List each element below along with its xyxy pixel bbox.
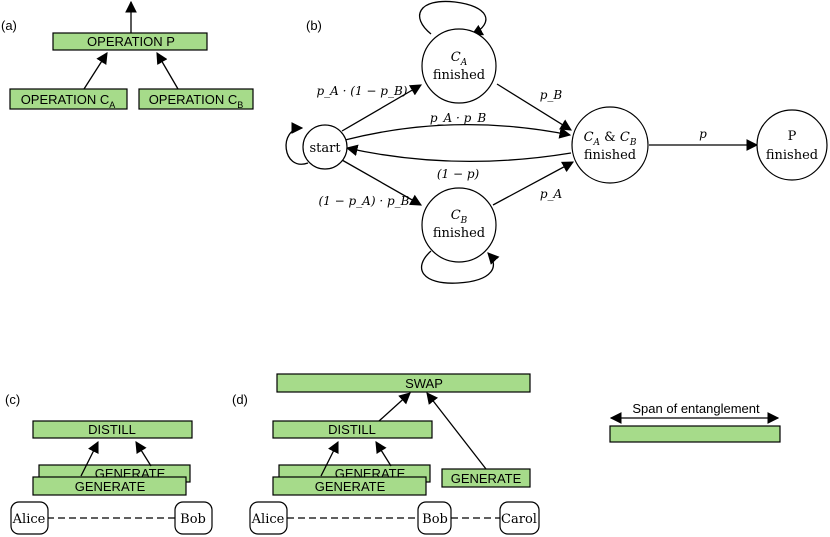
generate-to-distill-arrow-1: [320, 440, 339, 477]
operation-p-label: OPERATION P: [87, 34, 175, 49]
distill-to-swap-arrow: [378, 392, 411, 422]
operation-p-box: [52, 32, 208, 51]
operation-cb-box: [138, 88, 254, 110]
operation-ca-box: [9, 88, 128, 110]
distill-label: DISTILL: [88, 422, 136, 437]
legend-label: Span of entanglement: [632, 401, 760, 416]
cb-node-symbol: CB: [451, 208, 468, 226]
cacb-node-finished-label: finished: [584, 148, 636, 163]
generate-front-label: GENERATE: [75, 479, 146, 494]
edge-cb-to-cacb: [492, 161, 575, 206]
edge-cb-cacb-label: p_A: [540, 187, 563, 201]
bob-node: [417, 501, 452, 535]
edge-start-cacb-label: p_A · p_B: [430, 111, 486, 125]
generate-to-distill-arrow-2: [375, 441, 392, 467]
start-self-loop: [285, 122, 309, 165]
edge-start-cb-label: (1 − p_A) · p_B: [319, 194, 410, 208]
edge-start-ca-label: p_A · (1 − p_B): [317, 84, 408, 98]
bob-label: Bob: [422, 512, 448, 527]
swap-box: [276, 373, 531, 393]
cb-node-finished-label: finished: [433, 226, 485, 241]
op-ca-to-op-p-arrow: [83, 52, 108, 90]
p-node-symbol: P: [788, 129, 797, 144]
edge-start-to-ca: [341, 84, 423, 132]
swap-label: SWAP: [405, 376, 443, 391]
alice-node: [249, 501, 288, 535]
carol-node: [499, 501, 540, 535]
generate-box-right: [441, 468, 531, 488]
generate-right-label: GENERATE: [451, 471, 522, 486]
alice-node: [10, 501, 49, 535]
distill-label: DISTILL: [328, 422, 376, 437]
p-node-finished-label: finished: [766, 148, 818, 163]
ca-finished-node: [421, 28, 497, 104]
distill-box: [272, 420, 433, 439]
edge-start-to-cb: [341, 159, 423, 206]
alice-label: Alice: [251, 512, 285, 527]
generate-box-front: [272, 476, 427, 496]
operation-cb-label: OPERATION CB: [149, 92, 244, 110]
start-node-label: start: [309, 141, 341, 156]
cacb-node-symbol: CA & CB: [584, 130, 637, 148]
generate-to-distill-arrow-1: [80, 440, 99, 477]
bob-node: [174, 501, 213, 535]
generate-to-swap-arrow: [426, 392, 487, 470]
edge-ca-cacb-label: p_B: [540, 88, 563, 102]
edge-cacb-to-start: [345, 144, 572, 163]
generate-box-front: [32, 476, 187, 496]
cb-finished-node: [421, 187, 497, 263]
legend-entanglement-box: [609, 425, 781, 443]
edge-ca-to-cacb: [496, 83, 572, 131]
start-node: [302, 124, 348, 170]
op-cb-to-op-p-arrow: [156, 51, 179, 90]
panel-d-tag: (d): [232, 392, 248, 407]
legend: Span of entanglement: [609, 401, 781, 443]
edge-cacb-start-label: (1 − p): [437, 167, 480, 181]
edge-start-to-cacb: [344, 123, 572, 141]
panel-a-tag: (a): [1, 18, 17, 33]
cacb-finished-node: [571, 106, 649, 184]
carol-label: Carol: [501, 512, 537, 527]
distill-box: [32, 420, 193, 439]
panel-c: (c) DISTILL GENERATE GENERATE Alice Bob: [5, 392, 213, 535]
panel-b: (b) start CA finished CB finished CA & C…: [285, 0, 828, 284]
panel-c-tag: (c): [5, 392, 20, 407]
generate-front-label: GENERATE: [315, 479, 386, 494]
panel-d: (d) SWAP DISTILL GENERATE GENERATE GENER…: [232, 373, 540, 535]
ca-node-finished-label: finished: [433, 68, 485, 83]
ca-self-loop: [419, 0, 487, 36]
legend-label-bg: [630, 404, 765, 416]
bob-label: Bob: [180, 512, 206, 527]
operation-ca-label: OPERATION CA: [21, 92, 116, 110]
p-finished-node: [756, 109, 828, 181]
edge-cacb-p-label: p: [699, 127, 707, 141]
cb-self-loop: [421, 250, 500, 284]
alice-label: Alice: [12, 512, 46, 527]
panel-a: (a) OPERATION P OPERATION CA OPERATION C…: [1, 0, 254, 110]
panel-b-tag: (b): [306, 18, 322, 33]
ca-node-symbol: CA: [451, 50, 468, 68]
generate-to-distill-arrow-2: [135, 441, 152, 467]
